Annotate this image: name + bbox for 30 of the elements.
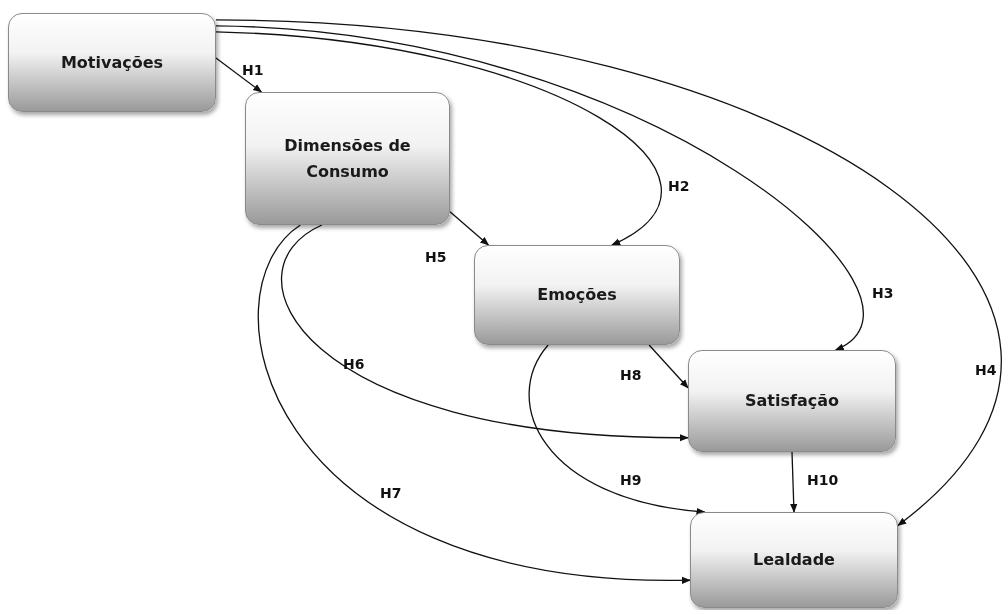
arrow	[790, 451, 798, 513]
arrow	[215, 19, 1002, 527]
edge-label: H1	[242, 62, 264, 78]
rounded-box	[8, 13, 216, 112]
edge-label: H5	[425, 249, 447, 265]
arrow	[215, 57, 263, 93]
arrow	[215, 31, 662, 246]
edge-label: H9	[620, 472, 642, 488]
edge-label: H10	[807, 472, 839, 488]
box-label: Dimensões de Consumo	[283, 134, 412, 183]
edge-label: H3	[872, 285, 894, 301]
edge-label: H8	[620, 367, 642, 383]
arrow	[215, 25, 864, 351]
edge-label: H6	[343, 356, 365, 372]
edge-label: H7	[380, 485, 402, 501]
edge-label: H2	[668, 178, 690, 194]
arrow	[648, 344, 689, 389]
box-label: Emoções	[537, 284, 617, 307]
arrow	[449, 211, 490, 246]
rounded-box	[688, 350, 896, 452]
rounded-box	[245, 92, 450, 225]
arrow	[528, 344, 706, 515]
rounded-box	[474, 245, 680, 345]
edge-label: H4	[975, 362, 997, 378]
box-label: Motivações	[60, 51, 164, 74]
rounded-box	[690, 512, 898, 608]
box-label: Satisfação	[745, 390, 839, 413]
box-label: Lealdade	[753, 549, 835, 572]
arrow	[280, 224, 689, 442]
arrow	[257, 224, 691, 584]
